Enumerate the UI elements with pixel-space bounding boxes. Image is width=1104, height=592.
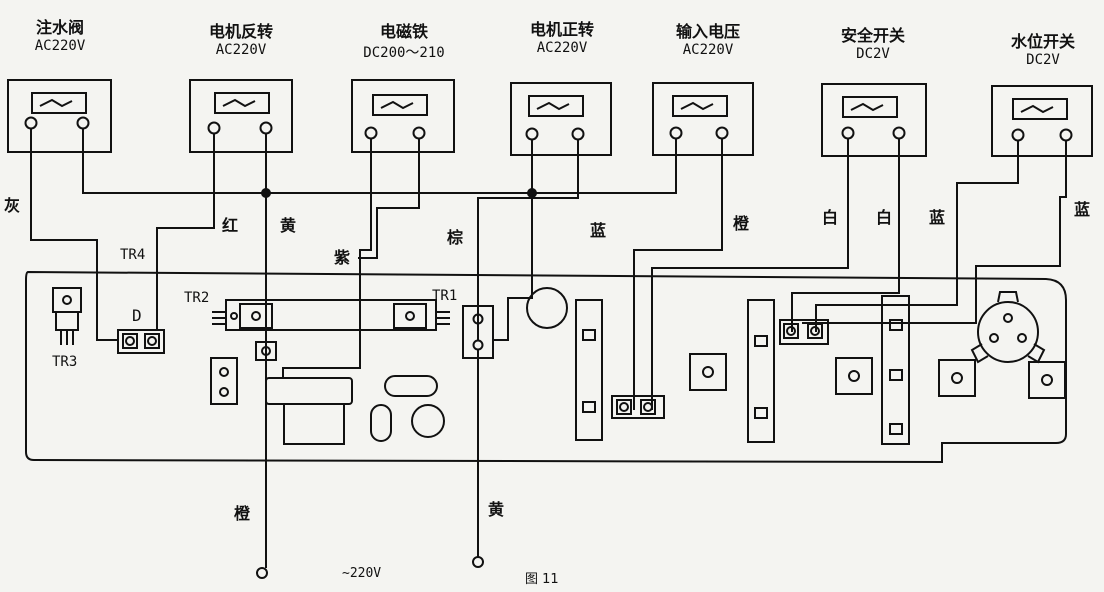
motor-connector [977,301,1039,363]
common-bus-wire [82,128,677,194]
power-terminal-right [472,556,484,568]
wire-label-blue-1: 蓝 [590,221,607,240]
d-connector [117,329,165,354]
power-voltage-label: ~220V [342,566,382,581]
label-d: D [132,306,142,325]
label-tr1: TR1 [432,288,458,304]
gray-wire [30,129,119,341]
meter-label-electromagnet: 电磁铁 [379,22,429,41]
meter-motor-reverse [189,79,293,153]
wire-label-yellow-top: 黄 [280,216,297,235]
meter-spec-input-voltage: AC220V [682,42,734,58]
power-terminal-left [256,567,268,579]
tr3-component [52,287,82,313]
figure-label: 图 11 [525,572,559,587]
meter-input-voltage [652,82,754,156]
wire-label-white-1: 白 [822,208,839,227]
wire-label-purple: 紫 [334,248,351,267]
transformer [265,377,353,405]
wire-label-brown: 棕 [447,228,464,247]
pcb-board [25,270,1067,464]
meter-spec-water-valve: AC220V [34,38,86,54]
meter-safety-switch [821,83,927,157]
label-tr4: TR4 [120,247,146,263]
tr1-socket [462,305,494,359]
meter-spec-water-level-switch: DC2V [1026,52,1060,68]
meter-label-water-level-switch: 水位开关 [1010,32,1076,51]
label-tr3: TR3 [52,354,78,370]
wire-label-gray: 灰 [4,196,21,215]
wire-label-red: 红 [222,216,239,235]
meter-spec-motor-reverse: AC220V [215,42,267,58]
meter-label-motor-forward: 电机正转 [529,20,595,39]
meter-water-level-switch [991,85,1093,157]
wire-label-blue-3: 蓝 [1074,200,1091,219]
meter-motor-forward [510,82,612,156]
wire-label-orange-bottom: 橙 [234,504,251,523]
wire-label-orange-top: 橙 [733,214,750,233]
meter-label-safety-switch: 安全开关 [840,26,906,45]
meter-spec-safety-switch: DC2V [856,46,890,62]
meter-electromagnet [351,79,455,153]
wire-label-blue-2: 蓝 [929,208,946,227]
meter-label-input-voltage: 输入电压 [675,22,741,41]
wire-label-yellow-bottom: 黄 [488,500,505,519]
meter-spec-electromagnet: DC200～210 [363,45,445,61]
meter-label-motor-reverse: 电机反转 [208,22,274,41]
meter-water-valve [7,79,112,153]
meter-spec-motor-forward: AC220V [536,40,588,56]
tr-strip [225,299,437,331]
label-tr2: TR2 [184,290,210,306]
meter-label-water-valve: 注水阀 [35,18,85,37]
wire-label-white-2: 白 [876,208,893,227]
